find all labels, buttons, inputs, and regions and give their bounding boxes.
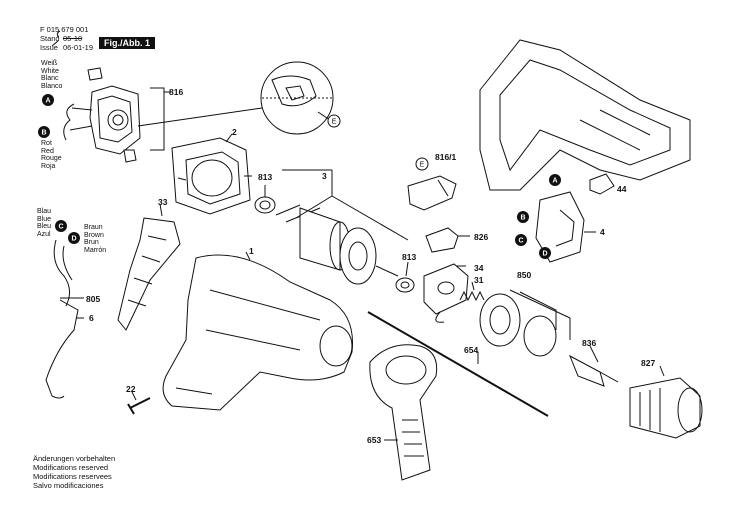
label-836: 836 [582,338,597,348]
detail-e-magnifier [137,61,334,135]
label-805: 805 [86,294,101,304]
label-827: 827 [641,358,656,368]
svg-text:E: E [332,119,337,126]
callout-a-left: A [42,94,54,106]
footer-es: Salvo modificaciones [33,481,104,490]
brown-wire-labels: Braun Brown Brun Marrón [84,224,106,254]
white-wire-labels: Weiß White Blanc Blanco [41,60,62,90]
armature-3 [275,169,409,285]
callout-c-left: C [55,220,67,232]
footer-en: Modifications reserved [33,463,109,472]
svg-text:E: E [420,162,425,169]
chuck-827 [629,377,703,439]
svg-text:D: D [71,236,76,243]
callout-e-brush: E [415,157,429,171]
part-number: F 015 679 001 [40,25,89,34]
label-1: 1 [249,246,254,256]
label-813-left: 813 [258,172,273,182]
label-816: 816 [169,87,184,97]
label-33: 33 [158,197,168,207]
label-6: 6 [89,313,94,323]
svg-text:B: B [520,215,525,222]
issue-value: 06-01-19 [63,43,94,52]
callout-b-left: B [38,126,50,138]
housing-half [479,39,691,191]
label-816-1: 816/1 [435,152,457,162]
aux-handle-653 [369,344,438,481]
label-44: 44 [617,184,627,194]
issue-label: Issue [40,43,58,52]
label-653: 653 [367,435,382,445]
brown-es: Marrón [84,246,107,254]
stand-value: 05-10 [63,34,83,43]
footer-fr: Modifications reservees [33,472,112,481]
stand-label: Stand [40,34,60,43]
footer-de: Änderungen vorbehalten [33,454,116,463]
blue-es: Azul [37,230,51,238]
label-3: 3 [322,171,327,181]
svg-text:A: A [45,98,50,105]
footer-notes: Änderungen vorbehalten Modifications res… [33,454,115,490]
white-de: Weiß [41,60,58,67]
callout-d-switch: D [539,247,551,259]
handle-cover-33 [117,217,181,331]
red-wire-labels: Rot Red Rouge Roja [41,140,62,170]
main-housing-1 [162,254,354,411]
callout-d-left: D [68,232,80,244]
svg-text:A: A [552,178,557,185]
callout-c-switch: C [515,234,527,246]
red-de: Rot [41,140,52,147]
svg-text:B: B [41,130,46,137]
label-31: 31 [474,275,484,285]
red-es: Roja [41,162,56,170]
svg-text:C: C [518,238,523,245]
switch-4 [535,191,596,263]
label-826: 826 [474,232,489,242]
red-en: Red [41,147,54,155]
brown-fr: Brun [84,239,99,247]
white-en: White [41,67,59,75]
brown-de: Braun [84,224,103,231]
gear-850 [479,289,571,357]
white-es: Blanco [41,82,63,90]
label-813-right: 813 [402,252,417,262]
blue-fr: Bleu [37,223,52,231]
blue-de: Blau [37,208,52,215]
callout-e-detail: E [327,114,341,128]
blue-wire-labels: Blau Blue Bleu Azul [37,208,51,238]
white-fr: Blanc [41,75,59,83]
callout-b-switch: B [517,211,529,223]
label-22: 22 [126,384,136,394]
figure-label: Fig./Abb. 1 [99,37,155,49]
svg-text:D: D [542,251,547,258]
field-coil-2 [171,137,252,215]
red-fr: Rouge [41,155,62,163]
callout-a-switch: A [549,174,561,186]
brown-en: Brown [84,231,104,239]
label-654: 654 [464,345,479,355]
svg-text:C: C [58,224,63,231]
blue-en: Blue [37,215,52,223]
label-850: 850 [517,270,532,280]
label-4: 4 [600,227,605,237]
label-34: 34 [474,263,484,273]
label-2: 2 [232,127,237,137]
switch-module-816 [63,67,141,163]
power-cord-805 [45,239,79,399]
